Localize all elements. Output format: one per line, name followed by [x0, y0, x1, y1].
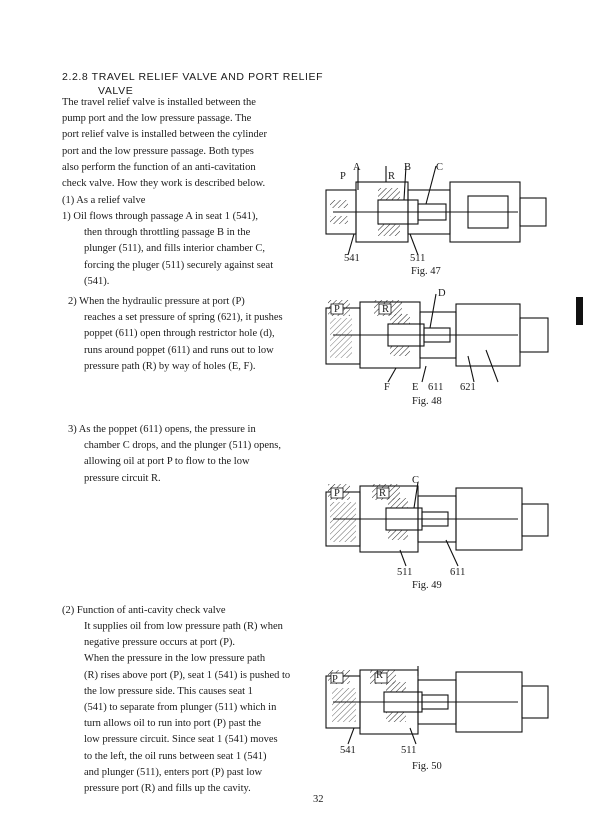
intro-line: port relief valve is installed between t…: [62, 129, 267, 141]
step3-line: chamber C drops, and the plunger (511) o…: [84, 440, 282, 452]
step2-line: poppet (611) open through restrictor hol…: [84, 328, 275, 340]
fig49-label-p: P: [334, 488, 340, 499]
anticav-line: It supplies oil from low pressure path (…: [84, 621, 283, 632]
fig50-label-541: 541: [340, 745, 356, 756]
fig49-label-c: C: [412, 475, 420, 486]
section-thumb-tab: [576, 297, 583, 325]
relief-step3: 3) As the poppet (611) opens, the pressu…: [68, 422, 281, 487]
fig49-label-511: 511: [397, 567, 413, 578]
fig49-caption: Fig. 49: [412, 580, 442, 591]
fig47-label-541: 541: [344, 253, 360, 264]
step2-line: pressure path (R) by way of holes (E, F)…: [84, 360, 256, 372]
fig49-label-r: R: [379, 488, 387, 499]
fig47-label-c: C: [436, 162, 444, 173]
fig49-label-611: 611: [450, 567, 466, 578]
step2-line: reaches a set pressure of spring (621), …: [84, 312, 283, 324]
anticav-line: and plunger (511), enters port (P) past …: [84, 766, 263, 778]
intro-line: The travel relief valve is installed bet…: [62, 97, 256, 108]
valve-drawing-fig49: [325, 481, 549, 567]
relief-title: (1) As a relief valve: [62, 195, 146, 206]
valve-drawing-fig50: [325, 666, 549, 745]
anticav-line: (541) to separate from plunger (511) whi…: [84, 702, 277, 714]
fig47-label-511: 511: [410, 253, 426, 264]
step1-line: 1) Oil flows through passage A in seat 1…: [62, 211, 258, 222]
fig47-label-b: B: [404, 162, 412, 173]
anticav-line: the low pressure side. This causes seat …: [84, 685, 253, 697]
intro-line: port and the low pressure passage. Both …: [62, 145, 254, 157]
intro-line: also perform the function of an anti-cav…: [62, 161, 256, 173]
step2-line: runs around poppet (611) and runs out to…: [84, 344, 274, 356]
step3-line: allowing oil at port P to flow to the lo…: [84, 456, 250, 468]
fig50-label-511: 511: [401, 745, 417, 756]
fig48-label-f: F: [384, 382, 390, 393]
step1-line: (541).: [84, 275, 110, 287]
anticav-line: low pressure circuit. Since seat 1 (541)…: [84, 734, 278, 746]
anticav-line: negative pressure occurs at port (P).: [84, 637, 236, 649]
fig48-label-621: 621: [460, 382, 476, 393]
anticav-line: to the left, the oil runs between seat 1…: [84, 750, 267, 762]
fig48-label-d: D: [438, 288, 446, 299]
step1-line: forcing the pluger (511) securely agains…: [84, 259, 274, 271]
relief-step2: 2) When the hydraulic pressure at port (…: [68, 294, 283, 375]
fig47-label-a: A: [353, 162, 361, 173]
fig48-label-e: E: [412, 382, 419, 393]
step3-line: pressure circuit R.: [84, 472, 161, 484]
fig47-label-r: R: [388, 171, 396, 182]
anticav-line: (R) rises above port (P), seat 1 (541) i…: [84, 669, 291, 681]
fig48-label-r: R: [382, 304, 390, 315]
fig47-caption: Fig. 47: [411, 266, 441, 277]
anticav-title: (2) Function of anti-cavity check valve: [62, 605, 226, 616]
section-heading-line2: VALVE: [98, 85, 134, 97]
fig50-label-r: R: [376, 670, 384, 681]
fig47-label-p: P: [340, 171, 346, 182]
anticav-line: When the pressure in the low pressure pa…: [84, 653, 266, 665]
fig50-caption: Fig. 50: [412, 761, 442, 772]
relief-step1: 1) Oil flows through passage A in seat 1…: [62, 209, 273, 290]
fig48-label-611: 611: [428, 382, 444, 393]
intro-line: pump port and the low pressure passage. …: [62, 113, 252, 125]
section-heading-line1: 2.2.8 TRAVEL RELIEF VALVE AND PORT RELIE…: [62, 71, 324, 83]
anticav-line: turn allows oil to run into port (P) pas…: [84, 718, 262, 730]
step1-line: then through throttling passage B in the: [84, 227, 251, 239]
step3-line: 3) As the poppet (611) opens, the pressu…: [68, 424, 256, 435]
fig48-label-p: P: [334, 304, 340, 315]
step2-line: 2) When the hydraulic pressure at port (…: [68, 296, 245, 307]
page-number: 32: [313, 794, 324, 805]
intro-line: check valve. How they work is described …: [62, 178, 266, 190]
fig50-label-p: P: [332, 674, 338, 685]
step1-line: plunger (511), and fills interior chambe…: [84, 243, 265, 255]
anticav-paragraph: It supplies oil from low pressure path (…: [84, 619, 290, 797]
fig48-caption: Fig. 48: [412, 396, 442, 407]
intro-paragraph: The travel relief valve is installed bet…: [62, 95, 267, 192]
valve-drawing-fig48: [325, 293, 549, 383]
section-heading: 2.2.8 TRAVEL RELIEF VALVE AND PORT RELIE…: [62, 70, 323, 98]
valve-drawing-fig47: [325, 165, 547, 256]
anticav-line: pressure port (R) and fills up the cavit…: [84, 783, 251, 795]
